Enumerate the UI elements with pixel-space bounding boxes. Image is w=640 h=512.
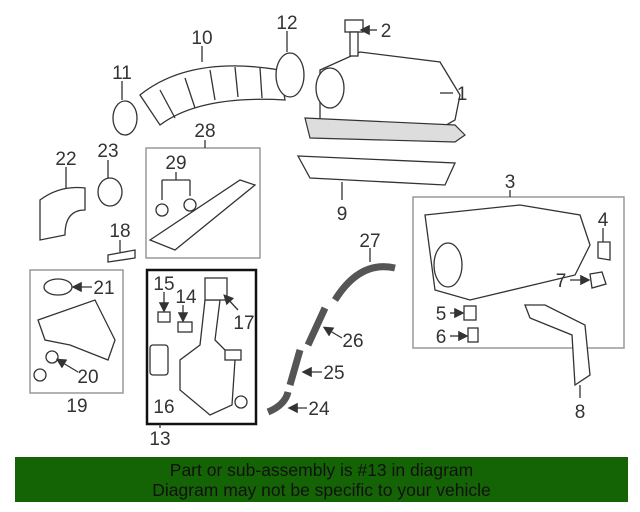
resonator-assembly-13[interactable] bbox=[149, 277, 248, 416]
callout-15[interactable]: 15 bbox=[153, 274, 174, 295]
hose-clamp-11[interactable] bbox=[112, 100, 138, 136]
callout-1[interactable]: 1 bbox=[457, 84, 468, 105]
seal-21[interactable] bbox=[43, 278, 73, 296]
callout-14[interactable]: 14 bbox=[175, 287, 197, 308]
grommet-5[interactable] bbox=[463, 305, 477, 321]
callout-26[interactable]: 26 bbox=[342, 331, 363, 352]
ring-20[interactable] bbox=[33, 368, 47, 382]
air-filter[interactable] bbox=[296, 155, 456, 186]
air-intake-hose[interactable] bbox=[139, 65, 286, 126]
callouts: 1 2 3 4 5 6 7 8 9 10 11 12 13 14 15 16 1… bbox=[55, 13, 608, 450]
callout-28[interactable]: 28 bbox=[194, 121, 215, 142]
hose-25[interactable] bbox=[286, 349, 304, 386]
callout-16[interactable]: 16 bbox=[153, 397, 174, 418]
banner-line-2: Diagram may not be specific to your vehi… bbox=[152, 480, 491, 500]
callout-21[interactable]: 21 bbox=[93, 278, 114, 299]
callout-19[interactable]: 19 bbox=[66, 396, 87, 417]
hose-27[interactable] bbox=[332, 263, 396, 302]
coupler-23[interactable] bbox=[97, 177, 123, 207]
duct-22[interactable] bbox=[39, 186, 86, 241]
clip-18[interactable] bbox=[107, 249, 136, 263]
callout-7[interactable]: 7 bbox=[556, 271, 567, 292]
box-3 bbox=[412, 196, 625, 349]
callout-2[interactable]: 2 bbox=[381, 21, 392, 42]
callout-23[interactable]: 23 bbox=[97, 141, 118, 162]
banner-line-1: Part or sub-assembly is #13 in diagram bbox=[169, 460, 474, 480]
nut-7[interactable] bbox=[589, 271, 607, 289]
callout-22[interactable]: 22 bbox=[55, 149, 76, 170]
duct-19[interactable] bbox=[37, 299, 116, 361]
callout-6[interactable]: 6 bbox=[436, 327, 447, 348]
resonator-28[interactable] bbox=[148, 179, 257, 251]
clip-4[interactable] bbox=[597, 241, 611, 261]
callout-13[interactable]: 13 bbox=[149, 429, 170, 450]
box-13 bbox=[145, 268, 258, 426]
callout-20[interactable]: 20 bbox=[77, 367, 98, 388]
air-cleaner-cover[interactable] bbox=[304, 51, 466, 143]
callout-27[interactable]: 27 bbox=[359, 231, 380, 252]
callout-12[interactable]: 12 bbox=[276, 13, 297, 34]
bracket-8[interactable] bbox=[524, 304, 591, 387]
callout-18[interactable]: 18 bbox=[109, 221, 130, 242]
callout-25[interactable]: 25 bbox=[323, 363, 344, 384]
callout-9[interactable]: 9 bbox=[337, 204, 348, 225]
bolt-6[interactable] bbox=[467, 327, 479, 343]
air-cleaner-housing[interactable] bbox=[424, 204, 591, 301]
hose-clamp-12[interactable] bbox=[275, 52, 305, 98]
callout-3[interactable]: 3 bbox=[505, 172, 516, 193]
callout-11[interactable]: 11 bbox=[112, 63, 132, 84]
callout-8[interactable]: 8 bbox=[575, 402, 586, 423]
hose-24[interactable] bbox=[266, 390, 292, 416]
callout-24[interactable]: 24 bbox=[308, 399, 330, 420]
fastener-29b[interactable] bbox=[183, 198, 197, 212]
hose-26[interactable] bbox=[304, 306, 329, 347]
box-28 bbox=[145, 147, 261, 259]
callout-5[interactable]: 5 bbox=[436, 304, 447, 325]
callout-29[interactable]: 29 bbox=[165, 153, 186, 174]
mass-air-flow-sensor[interactable] bbox=[344, 19, 364, 57]
grommet-20[interactable] bbox=[45, 350, 59, 364]
leader-lines bbox=[55, 24, 604, 428]
callout-10[interactable]: 10 bbox=[191, 28, 212, 49]
subassembly-notice-banner: Part or sub-assembly is #13 in diagram D… bbox=[15, 457, 628, 502]
callout-17[interactable]: 17 bbox=[233, 313, 254, 334]
fastener-29a[interactable] bbox=[155, 203, 169, 217]
callout-4[interactable]: 4 bbox=[598, 210, 609, 231]
box-19 bbox=[29, 269, 124, 394]
